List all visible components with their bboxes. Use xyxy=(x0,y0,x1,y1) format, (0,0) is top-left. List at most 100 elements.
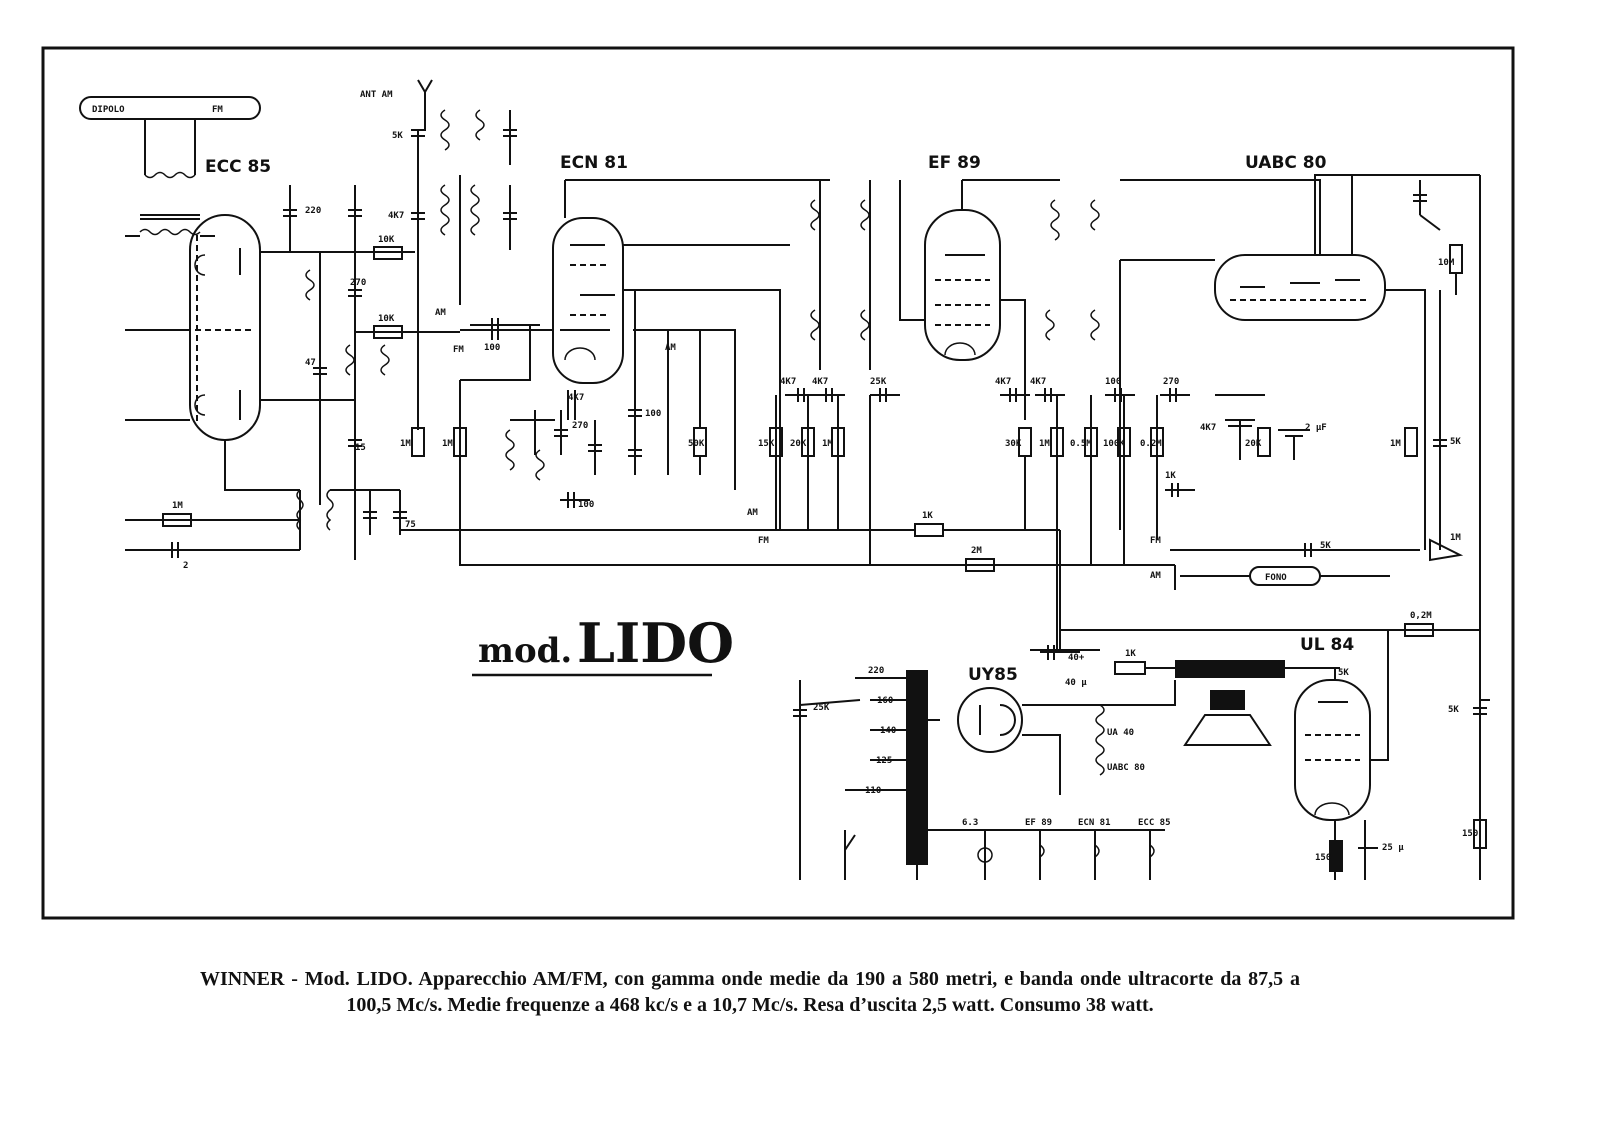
r20ka-label: 20K xyxy=(790,439,807,449)
r1mf-label: 1M xyxy=(1390,439,1401,449)
am-switch-label: AM xyxy=(435,308,446,318)
model-name: LIDO xyxy=(577,611,734,675)
r1md-label: 1M xyxy=(822,439,833,449)
am-fm-switch-label: AM xyxy=(665,343,676,353)
tube-uy85: UY85 UA 40 UABC 80 xyxy=(928,665,1176,795)
ant-am-label: ANT AM xyxy=(360,90,393,100)
c4k7a-label: 4K7 xyxy=(388,211,404,221)
heater-ef89-label: EF 89 xyxy=(1025,818,1052,828)
r15k-label: 15K xyxy=(758,439,775,449)
uabc80-wiring: 4K7 20K 2 µF 1M 5K FM AM 5K FONO 1M xyxy=(1150,290,1464,590)
fm-label-2: FM xyxy=(758,536,769,546)
tap-160-label: 160 xyxy=(877,696,893,706)
c4k7d-label: 4K7 xyxy=(812,377,828,387)
heater-ecc85-label: ECC 85 xyxy=(1138,818,1171,828)
r05m-label: 0.5M xyxy=(1070,439,1092,449)
c5kb-label: 5K xyxy=(1320,541,1331,551)
dipolo-label: DIPOLO xyxy=(92,105,125,115)
c5kc-label: 5K xyxy=(1338,668,1349,678)
mains-transformer: 220 160 140 125 110 25K 6.3 EF 89 ECN 81… xyxy=(793,666,1171,880)
ecc85-wiring: 1M 2 220 270 15 47 10K 10K 75 xyxy=(125,185,780,571)
c25kb-label: 25K xyxy=(813,703,830,713)
c15-label: 15 xyxy=(355,443,366,453)
tube-ecn81-label: ECN 81 xyxy=(560,153,628,173)
r2m-label: 2M xyxy=(971,546,982,556)
c4k7c-label: 4K7 xyxy=(780,377,796,387)
tube-uabc80: UABC 80 10M xyxy=(1119,153,1480,550)
r1mb-label: 1M xyxy=(400,439,411,449)
ecn81-wiring: 100 FM 1M 270 100 100 50K AM 4K7 xyxy=(442,290,1175,566)
power-supply: 0,2M 40+ 40 µ 1K 5K 5K 150 xyxy=(1030,175,1490,880)
tap-140-label: 140 xyxy=(880,726,896,736)
tube-ef89: EF 89 xyxy=(899,153,1060,420)
r100k-label: 100K xyxy=(1103,439,1125,449)
r1mg-label: 1M xyxy=(1450,533,1461,543)
dipole-fm-label: FM xyxy=(212,105,223,115)
c75-label: 75 xyxy=(405,520,416,530)
r10kb-label: 10K xyxy=(378,314,395,324)
c220-label: 220 xyxy=(305,206,321,216)
c25mu-label: 25 µ xyxy=(1382,843,1404,853)
tap-125-label: 125 xyxy=(876,756,892,766)
diagram-border xyxy=(41,46,1515,920)
r150-label: 150 xyxy=(1462,829,1478,839)
if-transformer-1: 4K7 4K7 25K 15K 20K 1M AM FM xyxy=(747,180,900,565)
r1kb-label: 1K xyxy=(1125,649,1136,659)
r1me-label: 1M xyxy=(1039,439,1050,449)
c270b-label: 270 xyxy=(572,421,588,431)
c270c-label: 270 xyxy=(1163,377,1179,387)
c2mu-label: 2 µF xyxy=(1305,423,1327,433)
am-antenna: ANT AM 5K 4K7 1M AM xyxy=(360,79,517,457)
r10m-label: 10M xyxy=(1438,258,1455,268)
r02mb-label: 0,2M xyxy=(1410,611,1432,621)
r20kb-label: 20K xyxy=(1245,439,1262,449)
uabc-heater-label: UABC 80 xyxy=(1107,763,1145,773)
tube-uabc80-label: UABC 80 xyxy=(1245,153,1327,173)
fm-switch-label: FM xyxy=(453,345,464,355)
ua40-label: UA 40 xyxy=(1107,728,1134,738)
tube-ef89-label: EF 89 xyxy=(928,153,981,173)
r1mc-label: 1M xyxy=(442,439,453,449)
c100a-label: 100 xyxy=(484,343,500,353)
r50k-label: 50K xyxy=(688,439,705,449)
tube-ecc85: ECC 85 xyxy=(189,157,271,441)
ef89-wiring: 4K7 4K7 30K 1M 0.5M 100K 0.2M 100 270 1K… xyxy=(780,199,1195,650)
r30ka-label: 30K xyxy=(1005,439,1022,449)
antenna-dipole: DIPOLO FM xyxy=(79,96,261,237)
tube-ecn81: ECN 81 xyxy=(460,153,830,530)
c100c-label: 100 xyxy=(645,409,661,419)
c40-label: 40+ xyxy=(1068,653,1085,663)
c47-label: 47 xyxy=(305,358,316,368)
model-prefix: mod. xyxy=(478,631,572,671)
r1m-input-label: 1M xyxy=(172,501,183,511)
c40mu-label: 40 µ xyxy=(1065,678,1087,688)
tube-uy85-label: UY85 xyxy=(968,665,1018,685)
r10ka-label: 10K xyxy=(378,235,395,245)
fono-label: FONO xyxy=(1265,573,1287,583)
r1k-label: 1K xyxy=(922,511,933,521)
c5ka-label: 5K xyxy=(1450,437,1461,447)
c5k-ant-label: 5K xyxy=(392,131,403,141)
caption-text: WINNER - Mod. LIDO. Apparecchio AM/FM, c… xyxy=(200,968,1300,1016)
c4k7f-label: 4K7 xyxy=(1030,377,1046,387)
am-label-2: AM xyxy=(747,508,758,518)
tap-220-label: 220 xyxy=(868,666,884,676)
heater-ecn81-label: ECN 81 xyxy=(1078,818,1111,828)
am-label-3: AM xyxy=(1150,571,1161,581)
c100b-label: 100 xyxy=(578,500,594,510)
c4k7b-label: 4K7 xyxy=(568,393,584,403)
c4k7g-label: 4K7 xyxy=(1200,423,1216,433)
c2-label: 2 xyxy=(183,561,188,571)
c1ka-label: 1K xyxy=(1165,471,1176,481)
heater-63-label: 6.3 xyxy=(962,818,978,828)
fm-label-3: FM xyxy=(1150,536,1161,546)
c25ka-label: 25K xyxy=(870,377,887,387)
r150-cathode-label: 150 xyxy=(1315,853,1331,863)
c4k7e-label: 4K7 xyxy=(995,377,1011,387)
tube-ul84-label: UL 84 xyxy=(1300,635,1354,655)
c100d-label: 100 xyxy=(1105,377,1121,387)
tube-ecc85-label: ECC 85 xyxy=(205,157,271,177)
tube-ul84: UL 84 150 25 µ xyxy=(1294,630,1404,880)
c270a-label: 270 xyxy=(350,278,366,288)
